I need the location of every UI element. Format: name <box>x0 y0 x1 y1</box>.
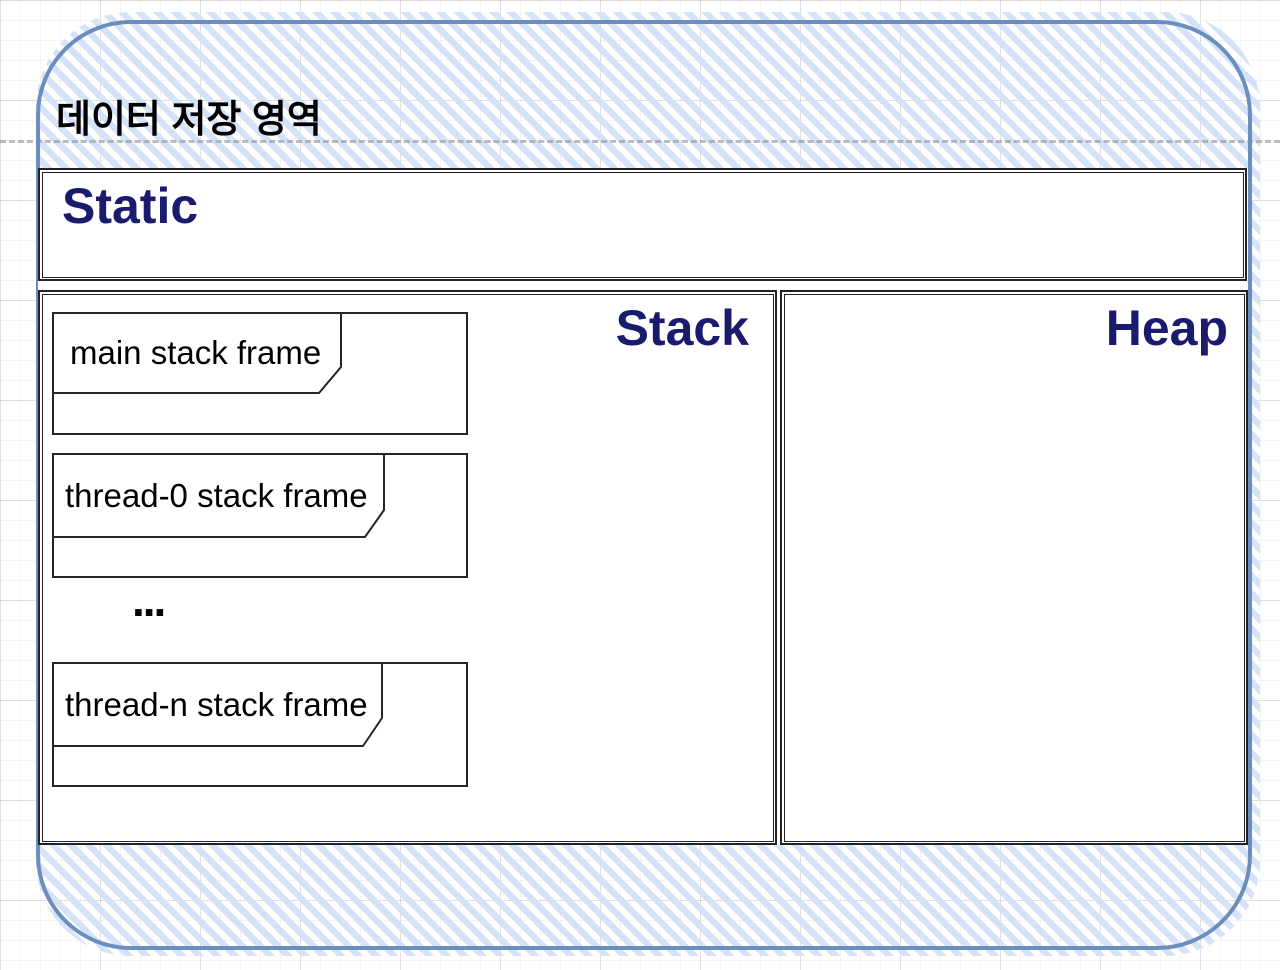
stack-frame-thread0-label: thread-0 stack frame <box>65 477 368 514</box>
static-region: Static <box>38 168 1247 281</box>
stack-frame-main-note-shape <box>52 312 342 394</box>
stack-region-label: Stack <box>615 300 749 356</box>
static-region-label: Static <box>62 178 199 234</box>
diagram-title: 데이터 저장 영역 <box>56 99 322 141</box>
stack-frame-threadn-note-shape <box>52 662 383 747</box>
stack-frame-main-label: main stack frame <box>70 334 322 371</box>
stack-frame-threadn-label: thread-n stack frame <box>65 686 368 723</box>
heap-region: Heap <box>780 290 1248 845</box>
page-boundary-dashed-line <box>0 140 1280 143</box>
stack-frames-ellipsis: ... <box>132 574 166 626</box>
heap-region-label: Heap <box>1105 300 1228 356</box>
stack-frame-thread0-note-shape <box>52 453 385 538</box>
